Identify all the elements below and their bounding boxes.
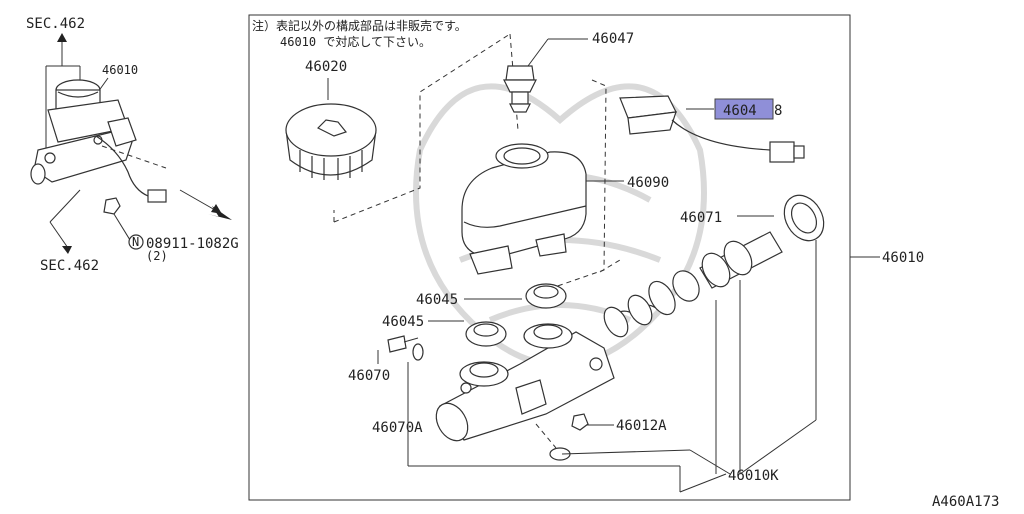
reservoir-cap-46020[interactable]: 46020: [285, 59, 377, 180]
sec-462-bottom-label[interactable]: SEC.462: [40, 258, 99, 274]
label-46047[interactable]: 46047: [592, 31, 634, 47]
label-46070A[interactable]: 46070A: [372, 420, 423, 436]
label-46048-highlight: [714, 98, 774, 120]
master-cylinder-body[interactable]: [430, 323, 615, 446]
label-46010K[interactable]: 46010K: [728, 468, 779, 484]
figure-code: A460A173: [932, 494, 999, 510]
label-46071[interactable]: 46071: [680, 210, 722, 226]
label-46045-upper[interactable]: 46045: [416, 292, 458, 308]
level-switch-46048[interactable]: 4604 8: [619, 95, 805, 163]
n-circle-icon: [128, 234, 144, 250]
arrow-up-icon: [57, 33, 67, 42]
nut-part-code[interactable]: 08911-1082G: [146, 236, 239, 252]
nut-quantity: (2): [146, 249, 168, 263]
label-46048-b[interactable]: 8: [774, 103, 782, 119]
sec-462-top-label[interactable]: SEC.462: [26, 16, 85, 32]
overview-connector: [147, 189, 167, 203]
label-46070[interactable]: 46070: [348, 368, 390, 384]
reservoir-46090[interactable]: 46090: [461, 143, 669, 275]
piston-kit[interactable]: 46071: [599, 188, 831, 341]
note-line-1: 注）表記以外の構成部品は非販売です。: [252, 18, 467, 33]
overview-assembly: SEC.462 46010 N 08911-1082G (2): [26, 16, 239, 274]
n-mark: N: [132, 235, 139, 249]
strainer-46047[interactable]: 46047: [503, 31, 634, 113]
label-46090[interactable]: 46090: [627, 175, 669, 191]
overview-46010-label[interactable]: 46010: [102, 63, 138, 77]
label-46048-a[interactable]: 4604: [723, 103, 757, 119]
note-line-2: 46010 で対応して下さい。: [280, 35, 431, 49]
label-46045-lower[interactable]: 46045: [382, 314, 424, 330]
arrow-down-icon: [62, 246, 72, 254]
label-46020[interactable]: 46020: [305, 59, 347, 75]
label-46012A[interactable]: 46012A: [616, 418, 667, 434]
label-46010-main[interactable]: 46010: [882, 250, 924, 266]
